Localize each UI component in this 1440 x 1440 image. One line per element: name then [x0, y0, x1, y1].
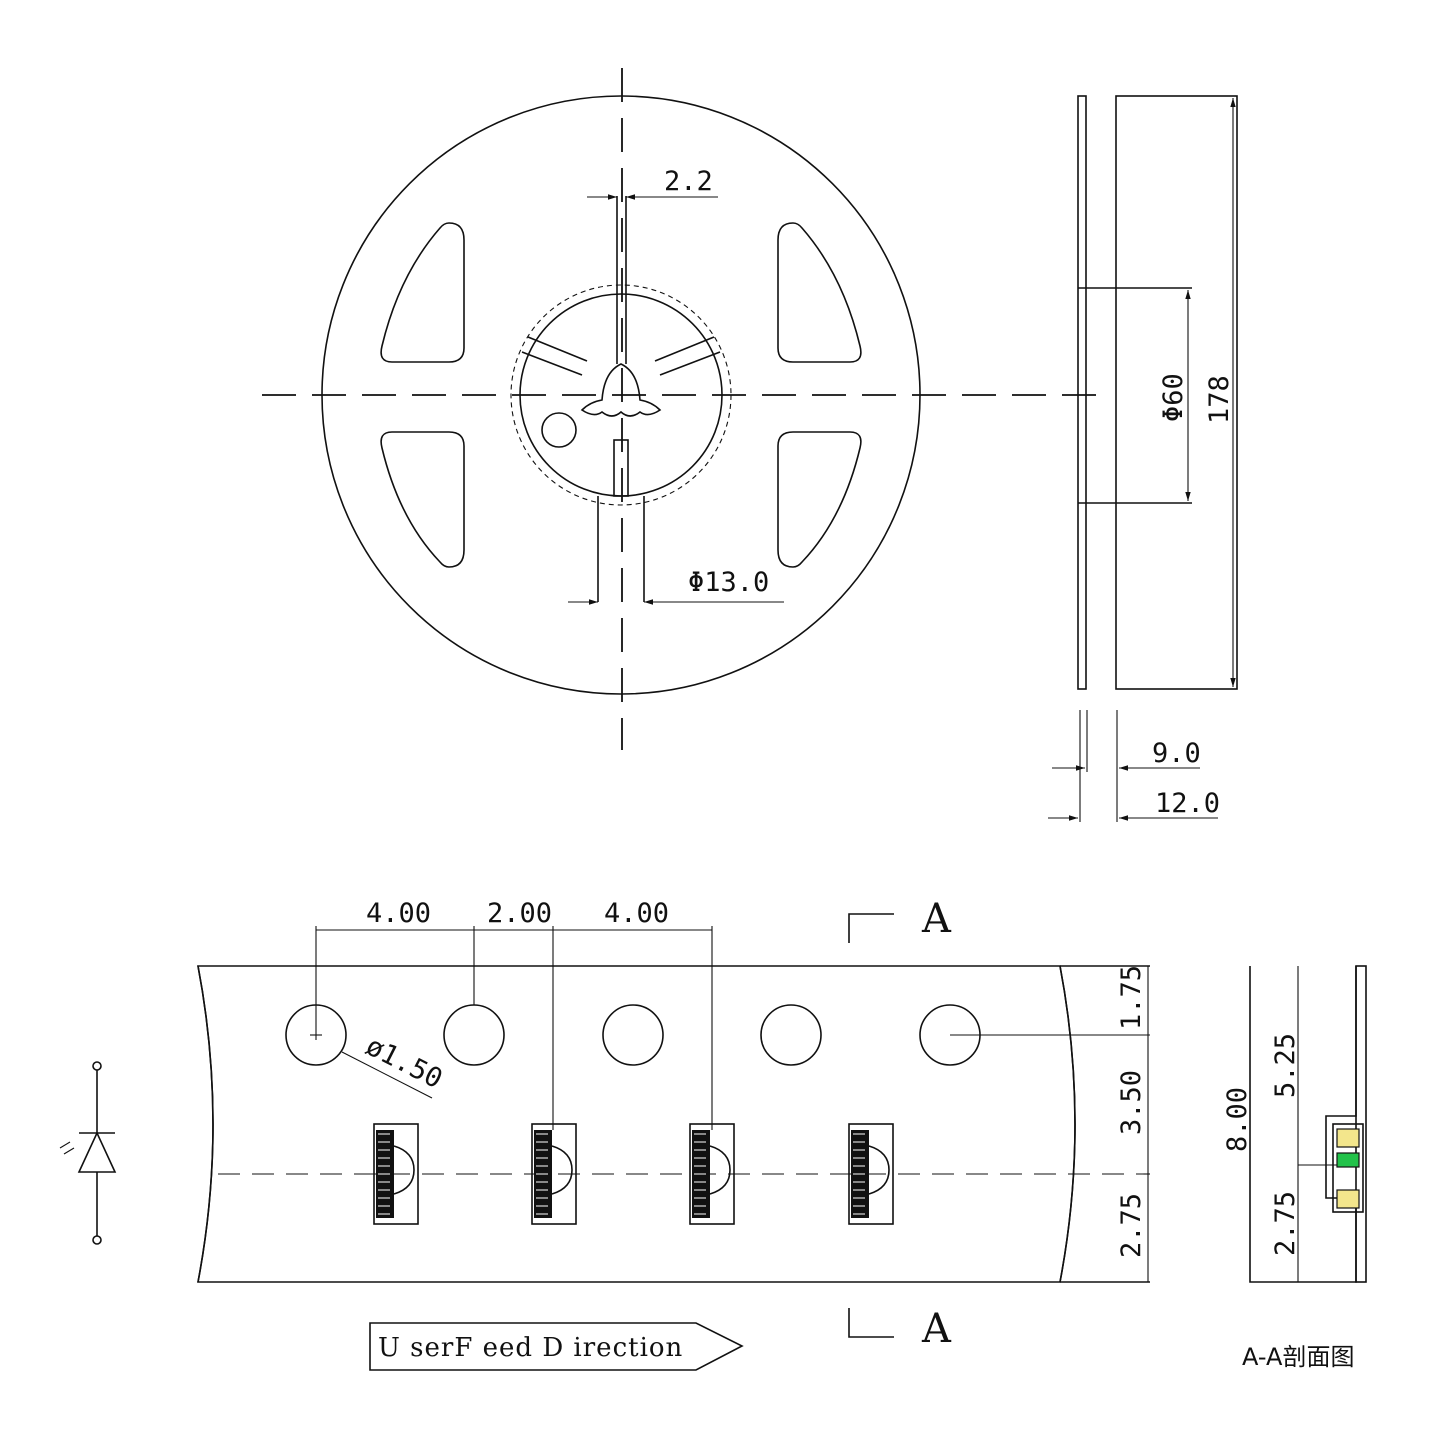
hub-slot [613, 439, 629, 497]
tape-outline [197, 965, 1076, 1283]
section-marker-bottom [848, 1308, 894, 1338]
edge-3-label: 2.75 [1116, 1193, 1147, 1258]
reel-window-bottom-left [380, 431, 465, 568]
dim-slot-label: 2.2 [664, 166, 713, 197]
hub-slot-right-b [654, 336, 715, 362]
pitch-1-label: 4.00 [366, 898, 431, 929]
sprocket-hole-3 [602, 1004, 664, 1066]
led-symbol-icon [59, 1061, 117, 1245]
section-caption: A-A剖面图 [1242, 1343, 1354, 1371]
dim-outer-width-label: 12.0 [1155, 788, 1220, 819]
section-pocket [1332, 1123, 1364, 1213]
edge-1-label: 1.75 [1116, 965, 1147, 1030]
pitch-3-label: 4.00 [604, 898, 669, 929]
section-width-label: 8.00 [1222, 1087, 1253, 1152]
tape-inner-edge-left [197, 965, 214, 1283]
reel-side-view: Φ60 178 9.0 12.0 [1048, 95, 1238, 822]
pocket-3 [689, 1123, 735, 1225]
hub-slot-left-b [527, 336, 588, 362]
reel-front-view: 2.2 Φ13.0 [262, 68, 1108, 750]
sprocket-hole-2 [443, 1004, 505, 1066]
edge-2-label: 3.50 [1116, 1070, 1147, 1135]
section-marker-top [848, 913, 894, 943]
reel-window-bottom-right [777, 431, 862, 568]
side-flange-right [1115, 95, 1238, 690]
side-flange-left [1077, 95, 1087, 690]
led-pad-top [1336, 1128, 1360, 1148]
section-label-bottom: A [921, 1306, 952, 1352]
section-upper-label: 5.25 [1270, 1033, 1301, 1098]
section-a-a-view: 8.00 5.25 2.75 A-A剖面图 [1222, 965, 1367, 1371]
pocket-1 [373, 1123, 419, 1225]
led-pad-bottom [1336, 1189, 1360, 1209]
hub-slot-right [659, 351, 721, 376]
hub-slot-left [521, 351, 583, 376]
reel-window-top-right [777, 222, 862, 363]
tape-break-right [1059, 965, 1076, 1283]
dim-diameter-label: 178 [1204, 375, 1235, 424]
carrier-tape: 4.00 2.00 4.00 ø1.50 [197, 896, 1150, 1371]
feed-direction-label: U serF eed D irection [378, 1333, 683, 1363]
pitch-2-label: 2.00 [487, 898, 552, 929]
led-chip [1336, 1152, 1360, 1168]
pocket-2 [531, 1123, 577, 1225]
pocket-4 [848, 1123, 894, 1225]
feed-direction-arrow [369, 1322, 744, 1371]
sprocket-hole-4 [760, 1004, 822, 1066]
reel-window-top-left [380, 222, 465, 363]
dim-inner-width-label: 9.0 [1152, 738, 1201, 769]
hub-small-hole [541, 412, 577, 448]
section-lower-label: 2.75 [1270, 1191, 1301, 1256]
hole-diameter-leader [341, 1051, 433, 1099]
section-label-top: A [921, 896, 952, 942]
hole-diameter-label: ø1.50 [361, 1031, 447, 1096]
dim-bore-label: Φ13.0 [688, 567, 769, 598]
dim-hub-label: Φ60 [1158, 373, 1189, 422]
hub-key [580, 363, 662, 417]
